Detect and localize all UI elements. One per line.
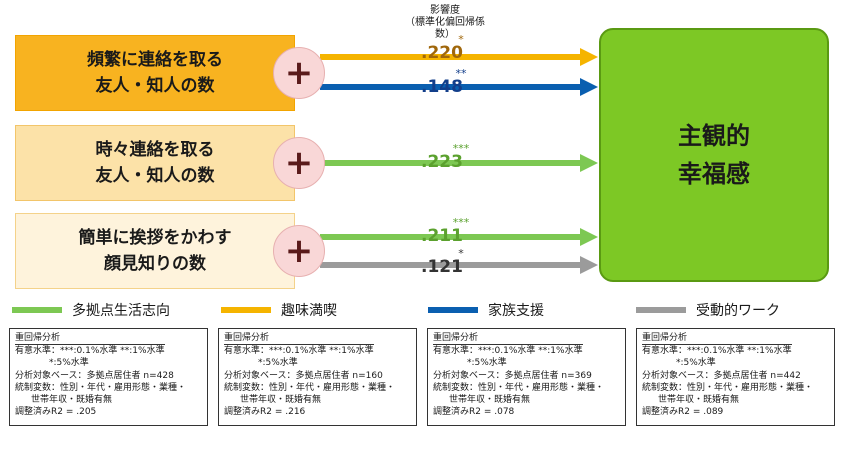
note-significance-2: *:5%水準 bbox=[258, 358, 298, 369]
arrowhead-多拠点生活志向-1 bbox=[580, 154, 598, 172]
plus-icon: + bbox=[273, 225, 325, 277]
note-significance-2: *:5%水準 bbox=[49, 358, 89, 369]
plus-icon: + bbox=[273, 47, 325, 99]
effect-caption: 影響度 （標準化偏回帰係数） bbox=[400, 5, 490, 41]
factor-occasional-contacts: 時々連絡を取る 友人・知人の数 bbox=[15, 125, 295, 201]
note-r2: 調整済みR2 = .078 bbox=[433, 407, 515, 418]
arrowhead-趣味満喫 bbox=[580, 48, 598, 66]
note-sample: 分析対象ベース：多拠点居住者 n=428 bbox=[15, 370, 174, 381]
factor-label-line2: 顔見知りの数 bbox=[104, 254, 206, 274]
note-r2: 調整済みR2 = .216 bbox=[224, 407, 306, 418]
arrowhead-家族支援 bbox=[580, 78, 598, 96]
note-controls-2: 世帯年収・既婚有無 bbox=[449, 395, 531, 406]
coefficient-value: .211 bbox=[421, 226, 463, 246]
note-controls-2: 世帯年収・既婚有無 bbox=[31, 395, 113, 406]
legend-label: 受動的ワーク bbox=[696, 303, 780, 319]
outcome-label-line2: 幸福感 bbox=[678, 160, 750, 188]
regression-note-3: 重回帰分析 有意水準：***:0.1%水準 **:1%水準 *:5%水準 分析対… bbox=[427, 328, 626, 426]
note-title: 重回帰分析 bbox=[433, 332, 583, 346]
legend-swatch bbox=[428, 307, 478, 313]
arrowhead-多拠点生活志向-2 bbox=[580, 228, 598, 246]
legend-item-passive-work: 受動的ワーク bbox=[636, 300, 780, 320]
note-title: 重回帰分析 bbox=[642, 332, 792, 346]
legend-label: 趣味満喫 bbox=[281, 303, 337, 319]
regression-note-2: 重回帰分析 有意水準：***:0.1%水準 **:1%水準 *:5%水準 分析対… bbox=[218, 328, 417, 426]
note-controls-2: 世帯年収・既婚有無 bbox=[658, 395, 740, 406]
note-r2: 調整済みR2 = .205 bbox=[15, 407, 97, 418]
note-controls: 統制変数：性別・年代・雇用形態・業種・ bbox=[433, 382, 605, 393]
legend-label: 多拠点生活志向 bbox=[72, 303, 170, 319]
factor-label-line2: 友人・知人の数 bbox=[95, 166, 215, 186]
plus-icon: + bbox=[273, 137, 325, 189]
significance-mark: *** bbox=[452, 142, 470, 155]
note-significance: 有意水準：***:0.1%水準 **:1%水準 bbox=[433, 346, 583, 357]
significance-mark: * bbox=[458, 247, 464, 260]
coefficient-value: .223 bbox=[421, 152, 463, 172]
note-sample: 分析対象ベース：多拠点居住者 n=442 bbox=[642, 370, 801, 381]
legend-item-family: 家族支援 bbox=[428, 300, 544, 320]
note-controls: 統制変数：性別・年代・雇用形態・業種・ bbox=[224, 382, 396, 393]
note-sample: 分析対象ベース：多拠点居住者 n=369 bbox=[433, 370, 592, 381]
coefficient-value: .121 bbox=[421, 257, 463, 277]
outcome-label-line1: 主観的 bbox=[678, 122, 750, 150]
note-title: 重回帰分析 bbox=[224, 332, 374, 346]
note-sample: 分析対象ベース：多拠点居住者 n=160 bbox=[224, 370, 383, 381]
legend-swatch bbox=[12, 307, 62, 313]
effect-caption-title: 影響度 bbox=[430, 5, 460, 16]
significance-mark: * bbox=[458, 33, 464, 46]
regression-note-1: 重回帰分析 有意水準：***:0.1%水準 **:1%水準 *:5%水準 分析対… bbox=[9, 328, 208, 426]
arrowhead-受動的ワーク bbox=[580, 256, 598, 274]
factor-label-line1: 時々連絡を取る bbox=[95, 140, 215, 160]
note-controls-2: 世帯年収・既婚有無 bbox=[240, 395, 322, 406]
note-controls: 統制変数：性別・年代・雇用形態・業種・ bbox=[15, 382, 187, 393]
note-significance: 有意水準：***:0.1%水準 **:1%水準 bbox=[15, 346, 165, 357]
legend-item-hobby: 趣味満喫 bbox=[221, 300, 337, 320]
effect-caption-subtitle: （標準化偏回帰係数） bbox=[405, 17, 485, 40]
regression-note-4: 重回帰分析 有意水準：***:0.1%水準 **:1%水準 *:5%水準 分析対… bbox=[636, 328, 835, 426]
factor-frequent-contacts: 頻繁に連絡を取る 友人・知人の数 bbox=[15, 35, 295, 111]
note-significance: 有意水準：***:0.1%水準 **:1%水準 bbox=[642, 346, 792, 357]
factor-acquaintances: 簡単に挨拶をかわす 顔見知りの数 bbox=[15, 213, 295, 289]
note-significance: 有意水準：***:0.1%水準 **:1%水準 bbox=[224, 346, 374, 357]
legend-label: 家族支援 bbox=[488, 303, 544, 319]
factor-label-line1: 頻繁に連絡を取る bbox=[87, 50, 223, 70]
legend-item-multi-base: 多拠点生活志向 bbox=[12, 300, 170, 320]
legend-swatch bbox=[221, 307, 271, 313]
note-title: 重回帰分析 bbox=[15, 332, 165, 346]
legend-swatch bbox=[636, 307, 686, 313]
significance-mark: *** bbox=[452, 216, 470, 229]
outcome-subjective-wellbeing: 主観的 幸福感 bbox=[599, 28, 829, 282]
note-significance-2: *:5%水準 bbox=[467, 358, 507, 369]
note-significance-2: *:5%水準 bbox=[676, 358, 716, 369]
note-r2: 調整済みR2 = .089 bbox=[642, 407, 724, 418]
coefficient-value: .220 bbox=[421, 43, 463, 63]
factor-label-line1: 簡単に挨拶をかわす bbox=[78, 228, 232, 248]
significance-mark: ** bbox=[455, 67, 467, 80]
coefficient-value: .148 bbox=[421, 77, 463, 97]
note-controls: 統制変数：性別・年代・雇用形態・業種・ bbox=[642, 382, 814, 393]
factor-label-line2: 友人・知人の数 bbox=[95, 76, 215, 96]
